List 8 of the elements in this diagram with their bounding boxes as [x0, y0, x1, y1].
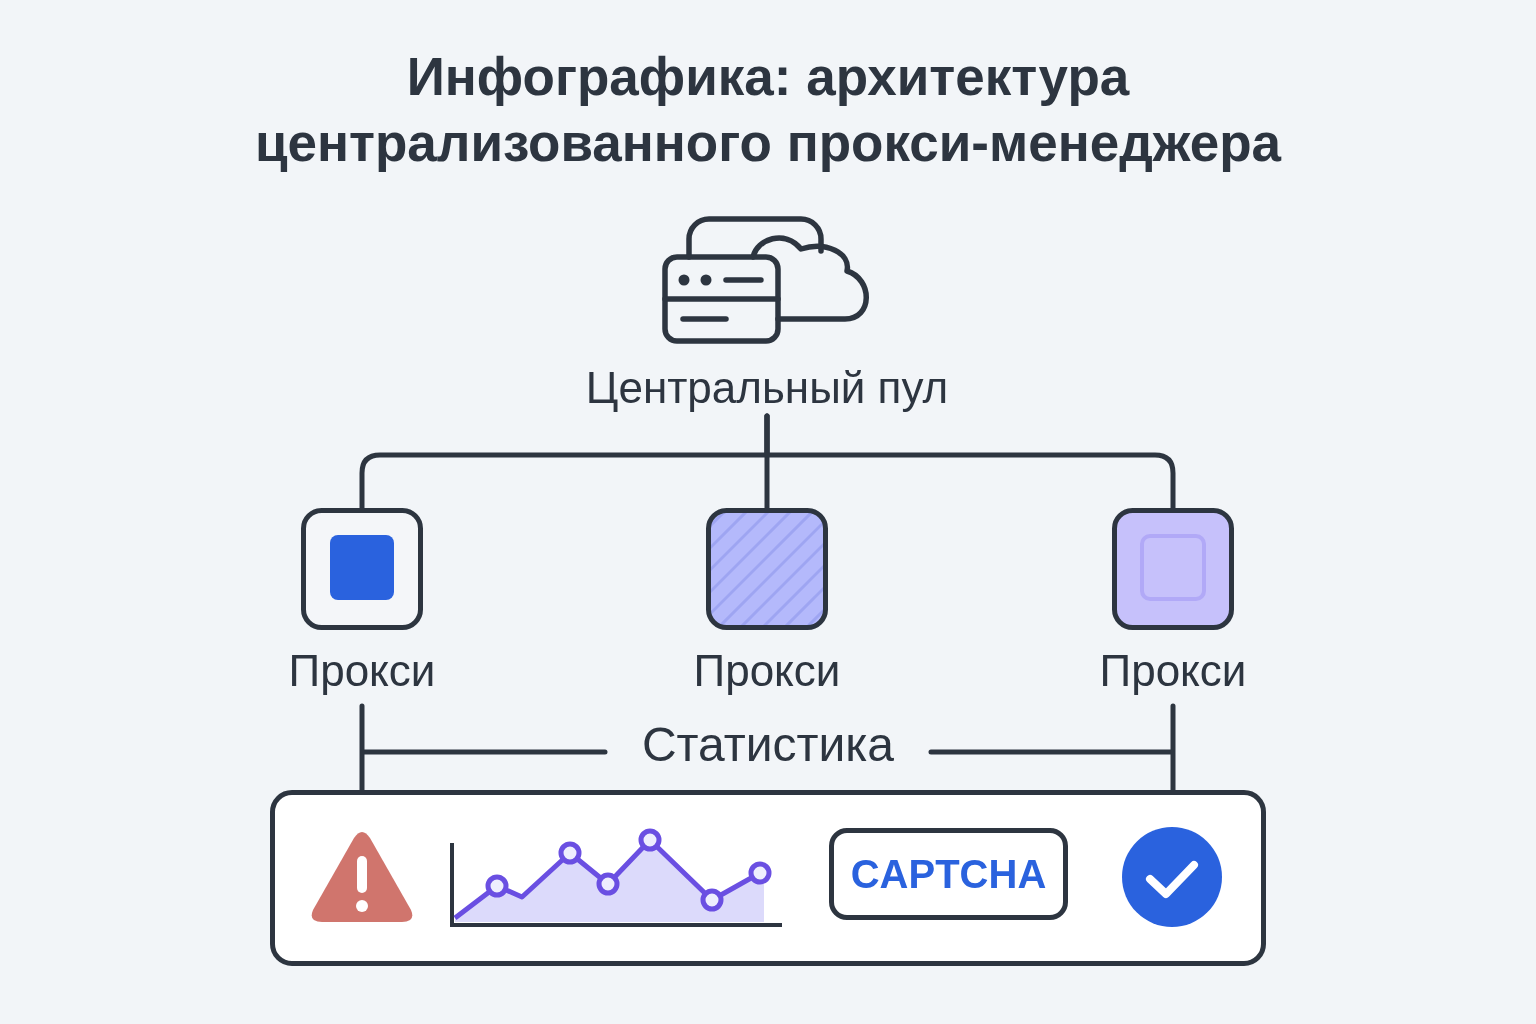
- title: Инфографика: архитектура централизованного прокси-менеджера: [253, 46, 1283, 174]
- node-label: Центральный пул: [585, 362, 949, 414]
- panel-heading: Статистика: [641, 717, 895, 773]
- connector-line: [764, 413, 1176, 511]
- text-frame: CAPTCHA: [829, 828, 1068, 920]
- node-label: Прокси: [693, 645, 841, 697]
- node-label: Прокси: [288, 645, 436, 697]
- node-label: Прокси: [1099, 645, 1247, 697]
